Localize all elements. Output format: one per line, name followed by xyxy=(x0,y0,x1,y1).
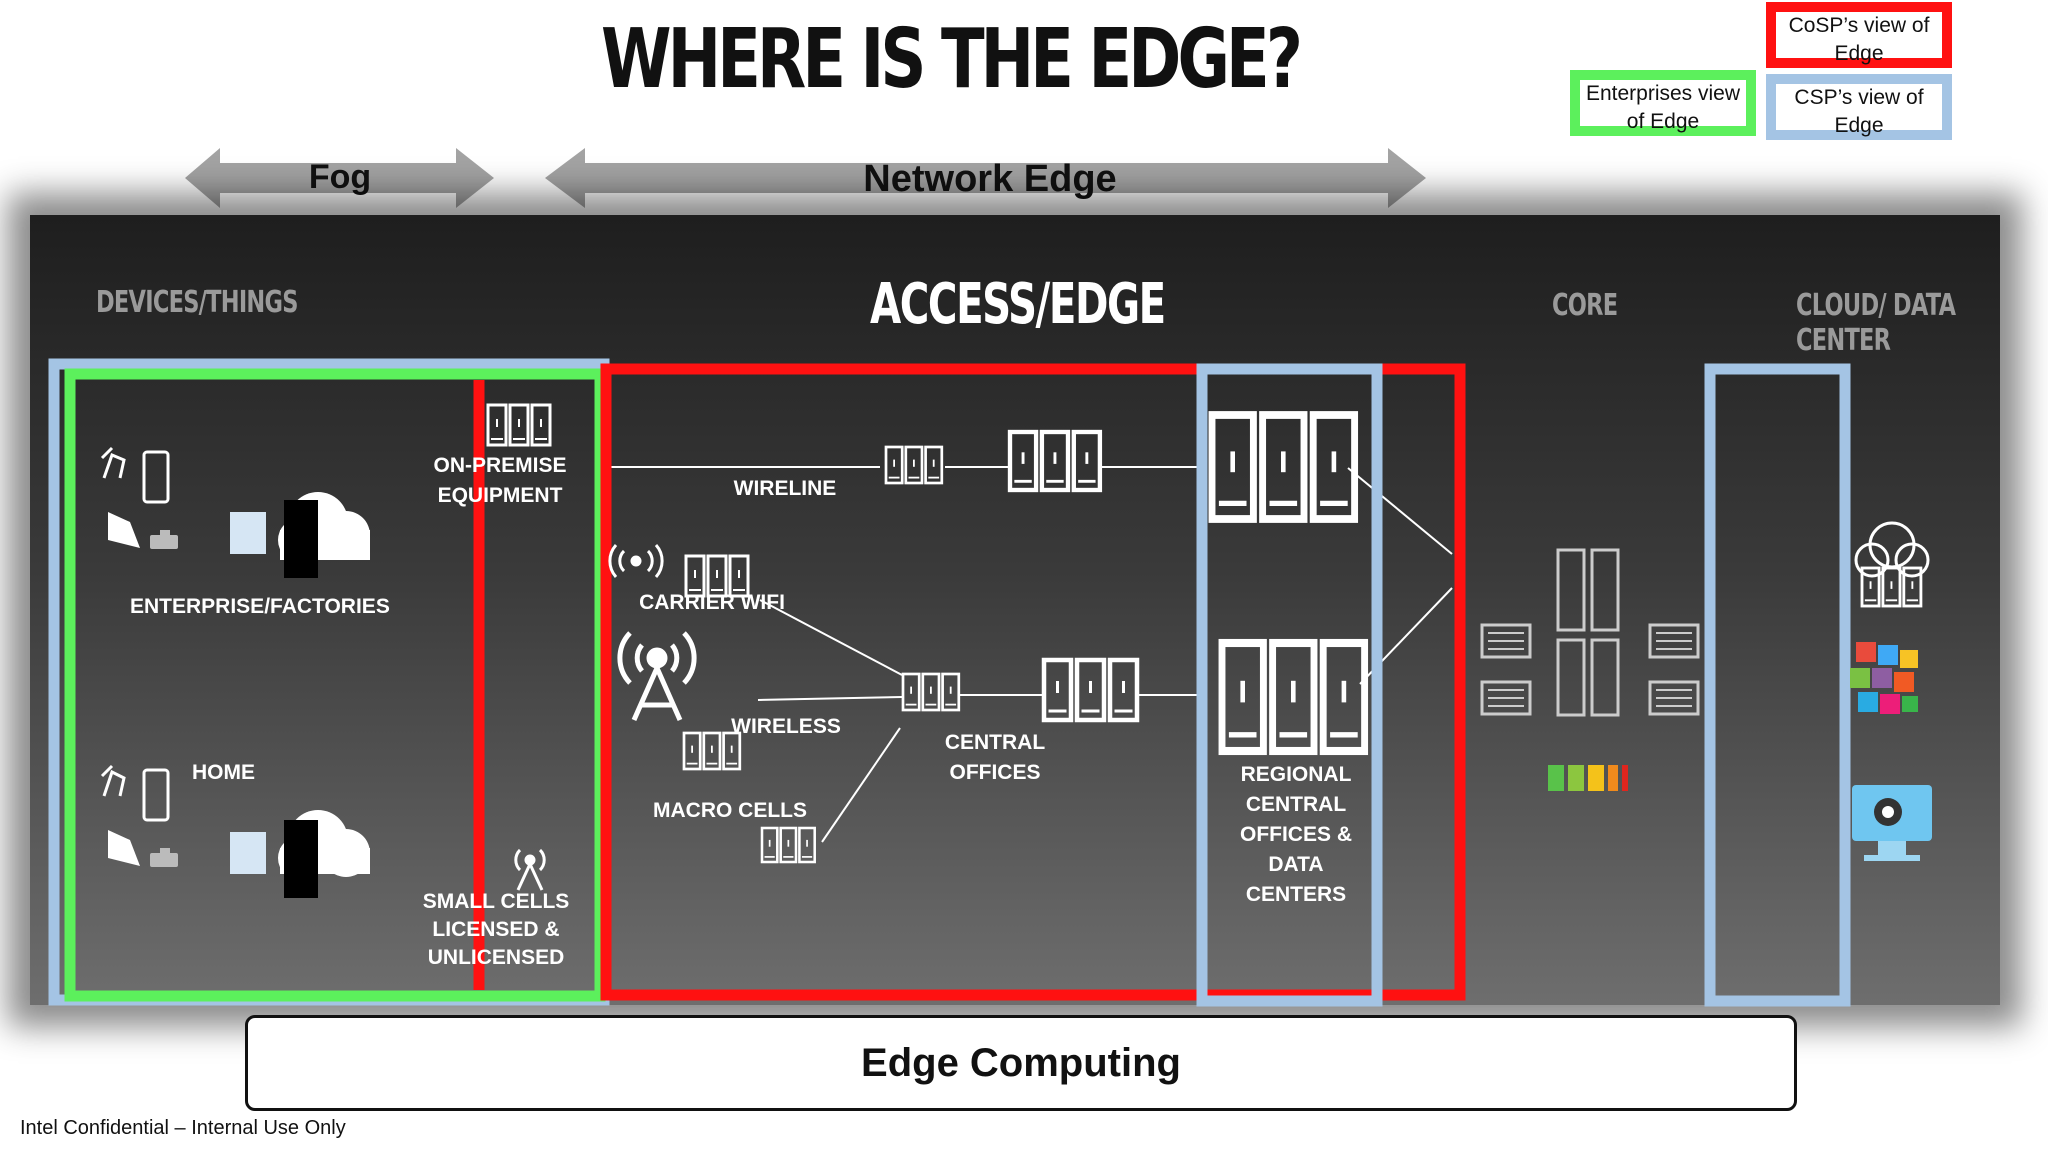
fog-arrow xyxy=(185,148,494,208)
central-office-rack-icon xyxy=(1044,660,1137,720)
macro-rack-icon xyxy=(760,826,816,864)
edge-computing-box: Edge Computing xyxy=(245,1015,1797,1111)
phone-icon xyxy=(142,450,170,504)
confidential-footer: Intel Confidential – Internal Use Only xyxy=(20,1117,346,1139)
robot-arm-icon xyxy=(100,764,126,797)
header-core: CORE xyxy=(1552,288,1618,323)
robot-arm-icon xyxy=(100,446,126,479)
network-edge-arrow xyxy=(545,148,1426,208)
legend-enterprise-text: Enterprises view of Edge xyxy=(1585,82,1741,133)
camera-icon xyxy=(150,848,178,867)
wireline-rack-icon xyxy=(1010,432,1100,490)
core-servers-icon xyxy=(1480,548,1700,791)
on-premise-label: ON-PREMISE EQUIPMENT xyxy=(433,454,567,507)
fog-label: Fog xyxy=(308,158,372,196)
cell-tower-icon xyxy=(617,631,697,722)
page-title: WHERE IS THE EDGE? xyxy=(600,12,1303,107)
csp-box-regional xyxy=(1196,363,1383,1007)
legend-csp: CSP’s view of Edge xyxy=(1766,74,1952,140)
small-cells-label: SMALL CELLS LICENSED & UNLICENSED xyxy=(422,890,570,969)
header-devices: DEVICES/THINGS xyxy=(96,285,298,320)
home-label: HOME xyxy=(192,761,255,784)
carrier-wifi-label: CARRIER WIFI xyxy=(639,591,785,614)
wireless-small-rack-icon xyxy=(901,672,961,712)
legend-cosp-text: CoSP’s view of Edge xyxy=(1788,14,1930,65)
brain-monitor-icon xyxy=(1852,785,1932,861)
wireline-small-rack-icon xyxy=(884,445,944,485)
csp-box-cloud xyxy=(1704,363,1851,1007)
central-offices-label: CENTRAL OFFICES xyxy=(944,731,1046,784)
document-icon xyxy=(230,512,266,554)
phone-icon xyxy=(142,768,170,822)
legend-csp-text: CSP’s view of Edge xyxy=(1794,86,1924,137)
regional-rack-top-icon xyxy=(1212,415,1355,519)
regional-label: REGIONAL CENTRAL OFFICES & DATA CENTERS xyxy=(1239,763,1352,906)
cloud-server-icon xyxy=(278,492,370,578)
network-edge-label: Network Edge xyxy=(863,158,1117,200)
wireless-label: WIRELESS xyxy=(731,715,841,738)
cloud-server-icon xyxy=(278,810,370,898)
enterprise-factories-label: ENTERPRISE/FACTORIES xyxy=(130,595,390,618)
header-access-edge: ACCESS/EDGE xyxy=(870,272,1166,337)
laptop-icon xyxy=(108,830,140,866)
enterprise-box xyxy=(64,368,606,1002)
wifi-signal-icon xyxy=(608,544,664,578)
document-icon xyxy=(230,832,266,874)
cloud-rack-icon xyxy=(1860,566,1923,608)
laptop-icon xyxy=(108,512,140,548)
macro-cells-label: MACRO CELLS xyxy=(653,799,807,822)
legend-cosp: CoSP’s view of Edge xyxy=(1766,2,1952,68)
apps-cube-icon xyxy=(1850,642,1918,714)
header-cloud: CLOUD/ DATA CENTER xyxy=(1796,288,1956,358)
on-premise-rack-icon xyxy=(486,403,552,447)
cosp-box xyxy=(600,363,1466,1001)
small-cell-antenna-icon xyxy=(514,848,546,891)
camera-icon xyxy=(150,530,178,549)
legend-enterprise: Enterprises view of Edge xyxy=(1570,70,1756,136)
regional-rack-bottom-icon xyxy=(1222,643,1365,751)
wireline-label: WIRELINE xyxy=(733,477,837,500)
